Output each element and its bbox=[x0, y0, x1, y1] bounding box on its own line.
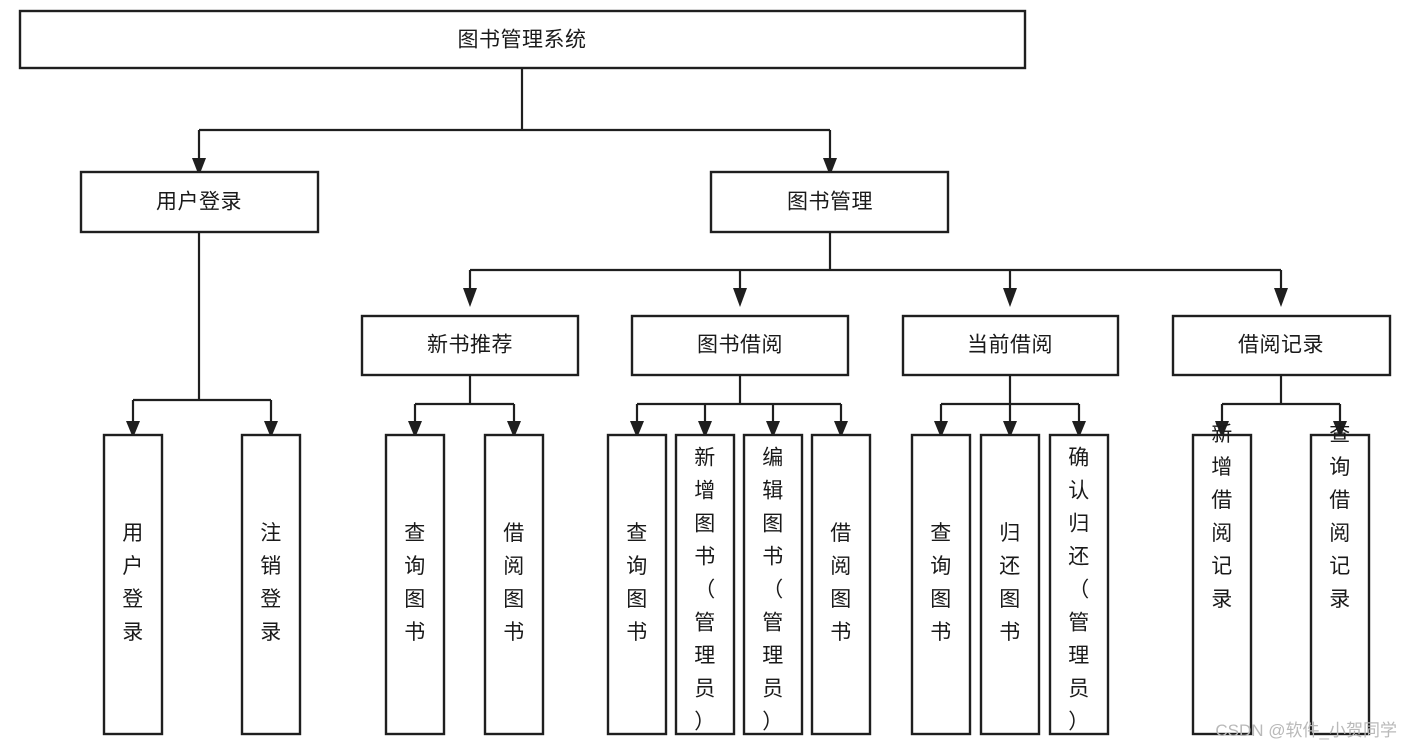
leaf-query-book-1-box[interactable] bbox=[384, 433, 446, 736]
leaf-user-login-box[interactable] bbox=[102, 433, 164, 736]
arrow-to-leaf-user-logout bbox=[264, 421, 278, 438]
arrow-to-user-login bbox=[192, 158, 206, 176]
book-management-label: 图书管理 bbox=[787, 191, 873, 214]
arrow-to-leaf-user-login bbox=[126, 421, 140, 438]
leaf-edit-book-box[interactable] bbox=[742, 433, 804, 736]
connector-root-to-level2 bbox=[197, 68, 832, 162]
leaf-add-book-label: 新增图书（管理员） bbox=[694, 447, 716, 734]
root-box[interactable] bbox=[18, 9, 1027, 70]
arrow-to-leaf-query-book-2 bbox=[630, 421, 644, 438]
node-leaf-edit-book[interactable]: 编辑图书（管理员） bbox=[742, 433, 804, 736]
arrow-to-leaf-borrow-book-1 bbox=[507, 421, 521, 438]
arrow-to-leaf-confirm-return bbox=[1072, 421, 1086, 438]
node-borrow-record[interactable]: 借阅记录 bbox=[1171, 314, 1392, 377]
node-leaf-add-book[interactable]: 新增图书（管理员） bbox=[674, 433, 736, 736]
new-book-recommend-box[interactable] bbox=[360, 314, 580, 377]
leaf-user-logout-box[interactable] bbox=[240, 433, 302, 736]
watermark-text: CSDN @软件_小贺同学 bbox=[1215, 721, 1397, 740]
node-leaf-user-login[interactable]: 用户登录 bbox=[102, 433, 164, 736]
arrow-to-book-management bbox=[823, 158, 837, 176]
leaf-query-record-label: 查询借阅记录 bbox=[1329, 423, 1351, 611]
arrow-to-borrow-record bbox=[1274, 288, 1288, 307]
node-leaf-return-book[interactable]: 归还图书 bbox=[979, 433, 1041, 736]
arrow-to-leaf-add-record bbox=[1215, 421, 1229, 438]
leaf-borrow-book-1-label: 借阅图书 bbox=[503, 522, 525, 644]
leaf-add-record-label: 新增借阅记录 bbox=[1211, 423, 1233, 611]
arrow-to-leaf-add-book bbox=[698, 421, 712, 438]
node-leaf-query-book-3[interactable]: 查询图书 bbox=[910, 433, 972, 736]
node-user-login[interactable]: 用户登录 bbox=[79, 170, 320, 234]
arrow-to-leaf-query-book-3 bbox=[934, 421, 948, 438]
current-borrow-box[interactable] bbox=[901, 314, 1120, 377]
arrow-to-leaf-borrow-book-2 bbox=[834, 421, 848, 438]
node-leaf-query-book-1[interactable]: 查询图书 bbox=[384, 433, 446, 736]
connector-book-management-to-level3 bbox=[468, 232, 1283, 292]
connector-current-borrow-to-leaves bbox=[939, 375, 1081, 425]
leaf-confirm-return-label: 确认归还（管理员） bbox=[1068, 447, 1090, 734]
connector-borrow-record-to-leaves bbox=[1220, 375, 1342, 425]
node-leaf-query-book-2[interactable]: 查询图书 bbox=[606, 433, 668, 736]
leaf-query-book-1-label: 查询图书 bbox=[404, 522, 426, 644]
node-leaf-add-record[interactable]: 新增借阅记录 bbox=[1191, 423, 1253, 736]
node-leaf-borrow-book-1[interactable]: 借阅图书 bbox=[483, 433, 545, 736]
leaf-return-book-label: 归还图书 bbox=[999, 522, 1021, 644]
leaf-query-book-3-label: 查询图书 bbox=[930, 522, 952, 644]
connector-book-borrow-to-leaves bbox=[635, 375, 843, 425]
book-management-box[interactable] bbox=[709, 170, 950, 234]
node-leaf-borrow-book-2[interactable]: 借阅图书 bbox=[810, 433, 872, 736]
leaf-query-book-3-box[interactable] bbox=[910, 433, 972, 736]
connector-new-book-recommend-to-leaves bbox=[413, 375, 516, 425]
leaf-add-record-box[interactable] bbox=[1191, 433, 1253, 736]
borrow-record-box[interactable] bbox=[1171, 314, 1392, 377]
leaf-query-book-2-label: 查询图书 bbox=[626, 522, 648, 644]
leaf-user-logout-label: 注销登录 bbox=[260, 522, 282, 644]
current-borrow-label: 当前借阅 bbox=[967, 334, 1053, 357]
node-book-borrow[interactable]: 图书借阅 bbox=[630, 314, 850, 377]
arrow-to-book-borrow bbox=[733, 288, 747, 307]
node-root[interactable]: 图书管理系统 bbox=[18, 9, 1027, 70]
arrow-to-leaf-edit-book bbox=[766, 421, 780, 438]
leaf-user-login-label: 用户登录 bbox=[122, 522, 144, 644]
new-book-recommend-label: 新书推荐 bbox=[427, 334, 513, 357]
node-leaf-user-logout[interactable]: 注销登录 bbox=[240, 433, 302, 736]
leaf-confirm-return-box[interactable] bbox=[1048, 433, 1110, 736]
leaf-borrow-book-2-box[interactable] bbox=[810, 433, 872, 736]
arrow-to-leaf-query-book-1 bbox=[408, 421, 422, 438]
connector-layer bbox=[126, 68, 1347, 438]
node-new-book-recommend[interactable]: 新书推荐 bbox=[360, 314, 580, 377]
arrow-to-new-book-recommend bbox=[463, 288, 477, 307]
borrow-record-label: 借阅记录 bbox=[1238, 334, 1324, 357]
book-borrow-label: 图书借阅 bbox=[697, 334, 783, 357]
leaf-add-book-box[interactable] bbox=[674, 433, 736, 736]
user-login-box[interactable] bbox=[79, 170, 320, 234]
node-leaf-confirm-return[interactable]: 确认归还（管理员） bbox=[1048, 433, 1110, 736]
arrow-to-leaf-query-record bbox=[1333, 421, 1347, 438]
connector-user-login-to-leaves bbox=[131, 232, 273, 425]
node-leaf-query-record[interactable]: 查询借阅记录 bbox=[1309, 423, 1371, 736]
leaf-borrow-book-2-label: 借阅图书 bbox=[830, 522, 852, 644]
arrow-to-leaf-return-book bbox=[1003, 421, 1017, 438]
user-login-label: 用户登录 bbox=[156, 191, 242, 214]
node-book-management[interactable]: 图书管理 bbox=[709, 170, 950, 234]
node-current-borrow[interactable]: 当前借阅 bbox=[901, 314, 1120, 377]
leaf-borrow-book-1-box[interactable] bbox=[483, 433, 545, 736]
book-borrow-box[interactable] bbox=[630, 314, 850, 377]
arrow-to-current-borrow bbox=[1003, 288, 1017, 307]
leaf-query-record-box[interactable] bbox=[1309, 433, 1371, 736]
leaf-edit-book-label: 编辑图书（管理员） bbox=[762, 447, 784, 734]
leaf-query-book-2-box[interactable] bbox=[606, 433, 668, 736]
leaf-return-book-box[interactable] bbox=[979, 433, 1041, 736]
root-label: 图书管理系统 bbox=[458, 29, 587, 52]
